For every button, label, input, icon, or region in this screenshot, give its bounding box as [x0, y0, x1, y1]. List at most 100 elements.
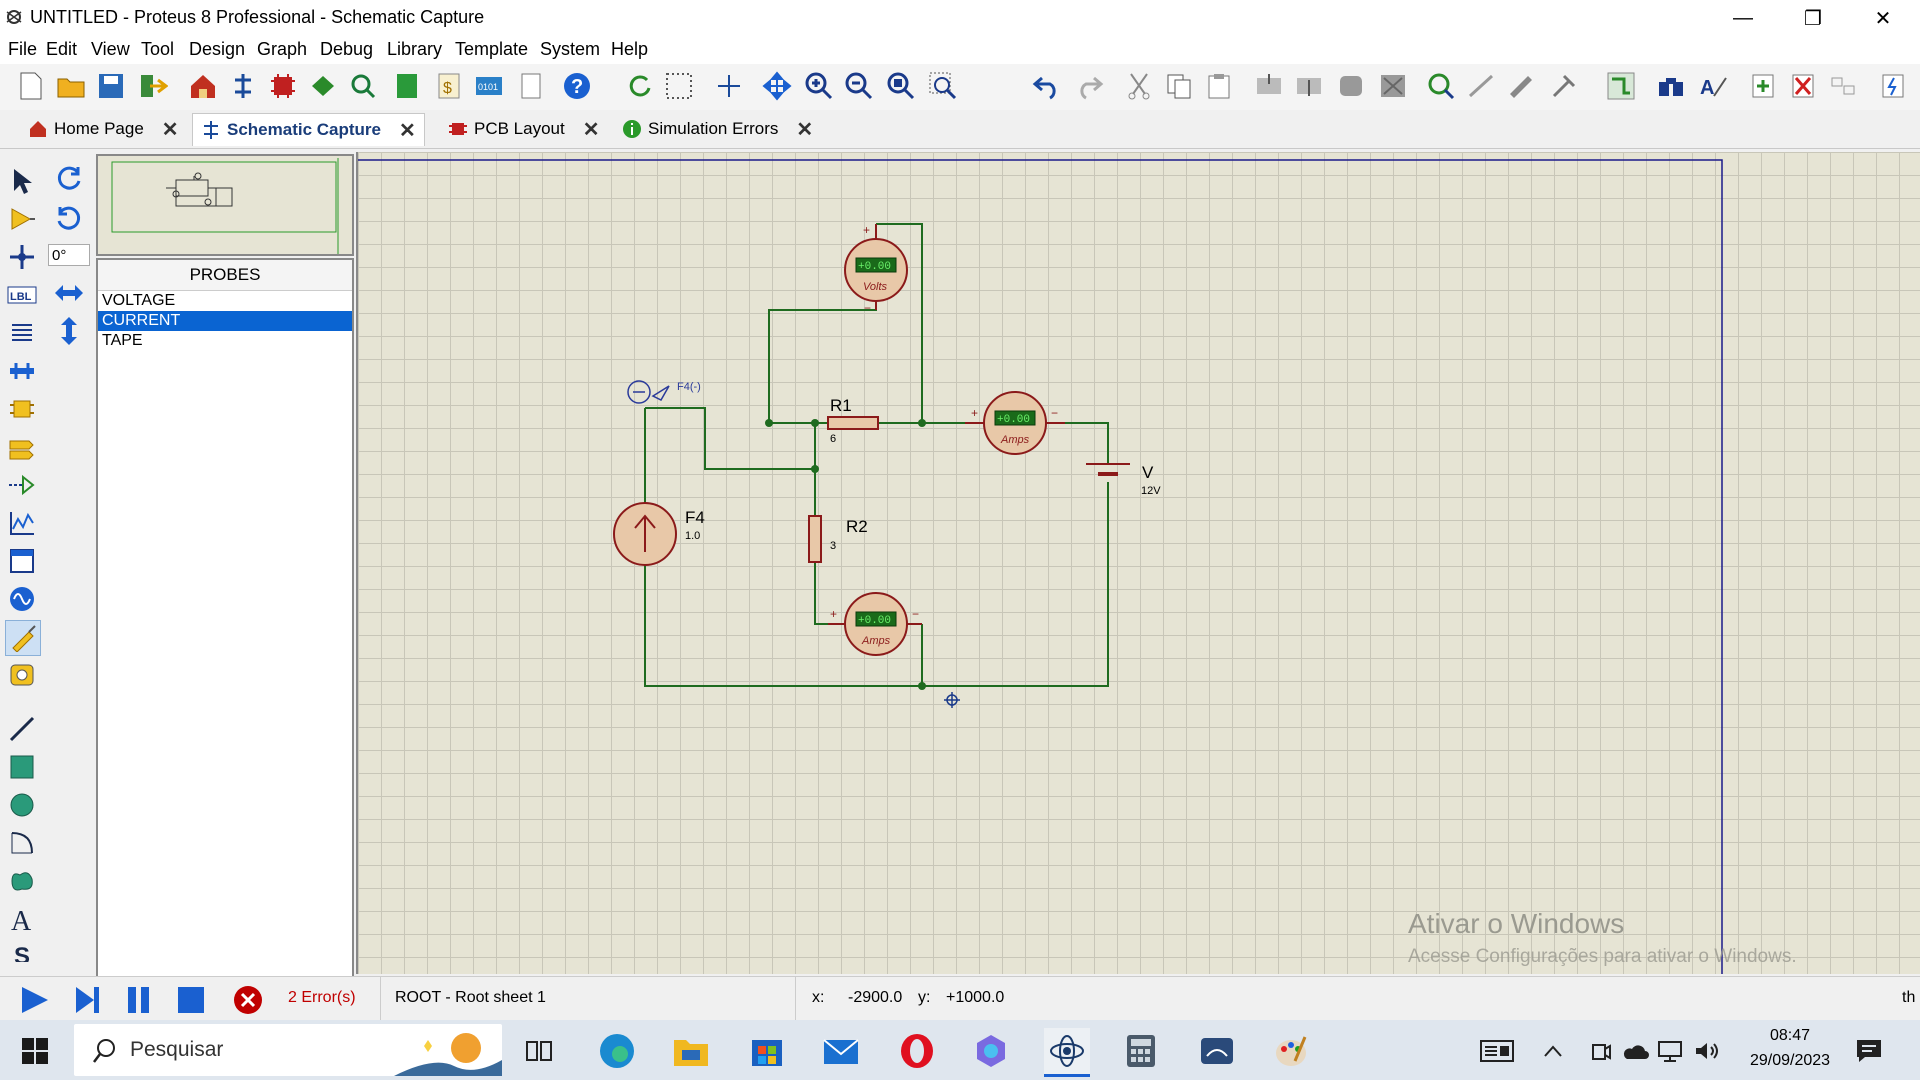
edge-browser-icon[interactable] — [594, 1028, 640, 1074]
menu-library[interactable]: Library — [387, 39, 443, 59]
schematic-tool-icon[interactable] — [226, 69, 260, 103]
property-assignment-icon[interactable]: A — [1696, 69, 1730, 103]
component-mode-icon[interactable] — [5, 202, 39, 236]
exit-to-parent-icon[interactable] — [1826, 69, 1860, 103]
redo-icon[interactable] — [1072, 69, 1106, 103]
box-tool-icon[interactable] — [5, 750, 39, 784]
error-count[interactable]: 2 Error(s) — [288, 989, 356, 1006]
text-script-icon[interactable] — [5, 316, 39, 350]
rotate-anticlockwise-icon[interactable] — [52, 202, 86, 236]
menu-edit[interactable]: Edit — [46, 39, 78, 59]
calculator-icon[interactable] — [1118, 1028, 1164, 1074]
zoom-out-icon[interactable] — [842, 69, 876, 103]
zoom-all-icon[interactable] — [884, 69, 918, 103]
block-delete-icon[interactable] — [1376, 69, 1410, 103]
units-indicator[interactable]: th — [1902, 989, 1916, 1006]
help-icon[interactable]: ? — [560, 69, 594, 103]
menu-help[interactable]: Help — [611, 39, 649, 59]
home-icon[interactable] — [186, 69, 220, 103]
restore-button[interactable]: ❐ — [1804, 7, 1822, 30]
remove-sheet-icon[interactable] — [1786, 69, 1820, 103]
stop-button[interactable] — [176, 985, 206, 1020]
block-move-icon[interactable] — [1292, 69, 1326, 103]
electrical-rule-check-icon[interactable] — [1876, 69, 1910, 103]
clock-time[interactable]: 08:47 — [1769, 1027, 1811, 1044]
binary-icon[interactable]: 0101 — [472, 69, 506, 103]
news-widget-icon[interactable] — [1474, 1028, 1520, 1074]
subcircuit-icon[interactable] — [5, 392, 39, 426]
generator-mode-icon[interactable] — [5, 582, 39, 616]
path-tool-icon[interactable] — [5, 864, 39, 898]
line-tool-icon[interactable] — [5, 712, 39, 746]
proteus-taskbar-icon[interactable] — [1044, 1028, 1090, 1077]
tab-schematic-capture[interactable]: Schematic Capture ✕ — [192, 113, 425, 146]
new-sheet-icon[interactable] — [1746, 69, 1780, 103]
close-tab-icon[interactable]: ✕ — [582, 118, 600, 141]
save-icon[interactable] — [94, 69, 128, 103]
menu-design[interactable]: Design — [189, 39, 246, 59]
refresh-icon[interactable] — [622, 69, 656, 103]
play-button[interactable] — [18, 985, 52, 1020]
bom-icon[interactable] — [390, 69, 424, 103]
zoom-area-icon[interactable] — [926, 69, 960, 103]
cut-icon[interactable] — [1122, 69, 1156, 103]
import-icon[interactable] — [136, 69, 170, 103]
menu-file[interactable]: File — [8, 39, 38, 59]
3d-view-icon[interactable] — [306, 69, 340, 103]
make-device-icon[interactable] — [1464, 69, 1498, 103]
notification-center-icon[interactable] — [1846, 1028, 1892, 1074]
error-icon[interactable] — [233, 985, 263, 1020]
selection-mode-icon[interactable] — [5, 164, 39, 198]
rotation-angle-field[interactable]: 0° — [48, 244, 90, 266]
buses-icon[interactable] — [5, 354, 39, 388]
probe-mode-icon[interactable] — [5, 620, 41, 656]
menu-template[interactable]: Template — [455, 39, 529, 59]
menu-graph[interactable]: Graph — [257, 39, 308, 59]
circle-tool-icon[interactable] — [5, 788, 39, 822]
copilot-icon[interactable] — [968, 1028, 1014, 1074]
menu-tool[interactable]: Tool — [141, 39, 175, 59]
tab-home-page[interactable]: Home Page ✕ — [20, 113, 187, 145]
minimize-button[interactable]: — — [1733, 6, 1753, 29]
taskbar-search-box[interactable]: Pesquisar — [74, 1024, 502, 1076]
pause-button[interactable] — [124, 985, 154, 1020]
close-button[interactable]: ✕ — [1874, 7, 1892, 30]
tab-pcb-layout[interactable]: PCB Layout ✕ — [440, 113, 608, 145]
virtual-instruments-icon[interactable] — [5, 658, 39, 692]
pan-icon[interactable] — [760, 69, 794, 103]
close-tab-icon[interactable]: ✕ — [161, 118, 179, 141]
graph-mode-icon[interactable] — [5, 506, 39, 540]
mirror-vertical-icon[interactable] — [52, 314, 86, 348]
paste-icon[interactable] — [1202, 69, 1236, 103]
pick-device-icon[interactable] — [1424, 69, 1458, 103]
mirror-horizontal-icon[interactable] — [52, 276, 86, 310]
menu-debug[interactable]: Debug — [320, 39, 374, 59]
packaging-tool-icon[interactable] — [1504, 69, 1538, 103]
close-tab-icon[interactable]: ✕ — [796, 118, 814, 141]
snipping-tool-icon[interactable] — [1194, 1028, 1240, 1074]
network-icon[interactable] — [1656, 1028, 1686, 1074]
file-explorer-icon[interactable] — [668, 1028, 714, 1074]
search-tag-icon[interactable] — [1654, 69, 1688, 103]
step-button[interactable] — [70, 985, 104, 1020]
probe-item-voltage[interactable]: VOLTAGE — [102, 292, 176, 309]
close-tab-icon[interactable]: ✕ — [399, 119, 416, 142]
undo-icon[interactable] — [1030, 69, 1064, 103]
rotate-clockwise-icon[interactable] — [52, 162, 86, 196]
probe-item-current[interactable]: CURRENT — [98, 311, 352, 331]
wire-autorouter-icon[interactable] — [1604, 69, 1638, 103]
copy-icon[interactable] — [1162, 69, 1196, 103]
symbol-tool-icon[interactable]: S — [5, 942, 39, 962]
new-file-icon[interactable] — [14, 69, 48, 103]
overview-window[interactable] — [96, 154, 354, 256]
open-folder-icon[interactable] — [54, 69, 88, 103]
windows-start-icon[interactable] — [12, 1028, 58, 1074]
cost-icon[interactable]: $ — [432, 69, 466, 103]
gerber-viewer-icon[interactable] — [346, 69, 380, 103]
junction-dot-icon[interactable] — [5, 240, 39, 274]
menu-system[interactable]: System — [540, 39, 601, 59]
onedrive-cloud-icon[interactable] — [1620, 1028, 1650, 1074]
meet-now-icon[interactable] — [1588, 1028, 1614, 1074]
pcb-tool-icon[interactable] — [266, 69, 300, 103]
clock-date[interactable]: 29/09/2023 — [1749, 1052, 1831, 1069]
